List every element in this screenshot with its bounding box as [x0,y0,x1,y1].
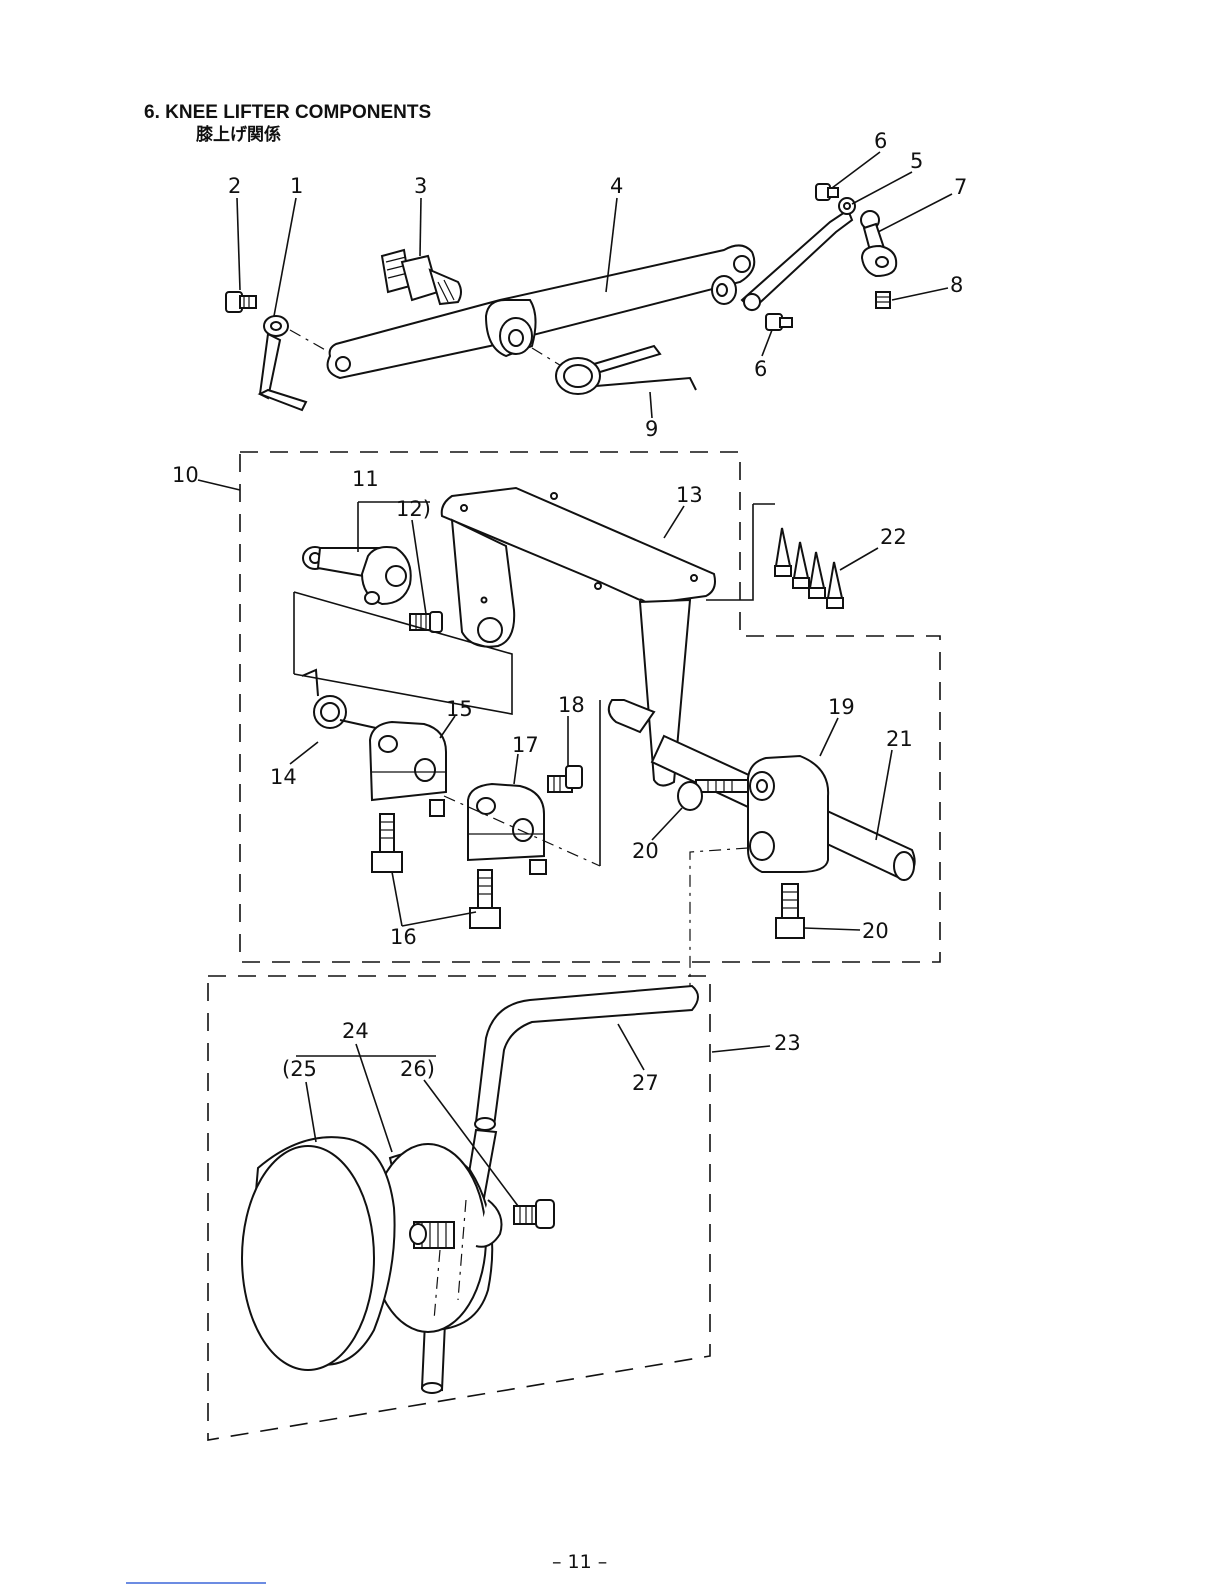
part-16-bolt-right [470,870,500,928]
part-19-block [748,756,828,872]
part-14-spring [302,670,378,734]
section-subtitle: 膝上げ関係 [196,124,281,145]
callout-1: 1 [290,174,303,198]
callout-25: (25 [282,1057,317,1081]
part-18-screw [548,766,582,792]
callout-23: 23 [774,1031,801,1055]
part-17-collar [468,784,546,874]
callout-3: 3 [414,174,427,198]
callout-14: 14 [270,765,297,789]
callout-labels: 1 2 3 4 6 5 7 8 6 9 10 11 12) 13 22 15 1… [172,129,967,1095]
part-7-crank [861,211,896,276]
callout-15: 15 [446,697,473,721]
part-2-screw [226,292,256,312]
callout-9: 9 [645,417,658,441]
section-title: 6. KNEE LIFTER COMPONENTS [144,102,431,123]
part-11-arm [303,547,411,604]
part-20-screw-bottom [776,884,804,938]
callout-21: 21 [886,727,913,751]
callout-13: 13 [676,483,703,507]
callout-17: 17 [512,733,539,757]
callout-12: 12) [396,497,431,521]
callout-26: 26) [400,1057,435,1081]
callout-27: 27 [632,1071,659,1095]
callout-10: 10 [172,463,199,487]
part-22-wood-screws [775,528,843,608]
callout-2: 2 [228,174,241,198]
callout-16: 16 [390,925,417,949]
callout-5: 5 [910,149,923,173]
callout-8: 8 [950,273,963,297]
part-6-screw-lower [766,314,792,330]
callout-20-bottom: 20 [862,919,889,943]
callout-20-side: 20 [632,839,659,863]
callout-24: 24 [342,1019,369,1043]
part-5-link [742,198,855,310]
part-9-spring [556,346,696,394]
callout-22: 22 [880,525,907,549]
callout-18: 18 [558,693,585,717]
page-number: – 11 – [552,1551,607,1573]
part-3-stud [382,250,461,304]
callout-6-lower: 6 [754,357,767,381]
part-16-bolt-left [372,814,402,872]
part-8-screw [876,292,890,308]
callout-6-upper: 6 [874,129,887,153]
callout-4: 4 [610,174,623,198]
callout-11: 11 [352,467,379,491]
part-15-collar [370,722,446,816]
part-26-screw [514,1200,554,1228]
top-lever-assembly [226,184,896,410]
part-1-crank [260,316,306,410]
callout-19: 19 [828,695,855,719]
callout-7: 7 [954,175,967,199]
